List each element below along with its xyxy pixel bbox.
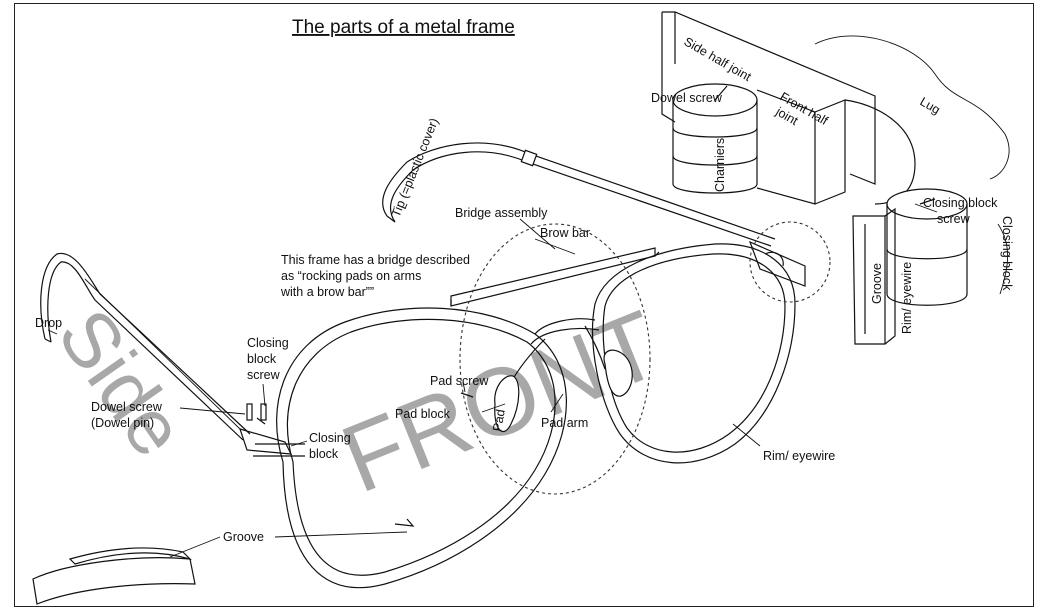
label-closing-block-screw-left-2: block [247, 352, 277, 366]
watermark-side: Side [41, 293, 203, 471]
right-lens-rim [592, 243, 796, 464]
label-groove-right: Groove [870, 263, 884, 304]
label-pad-block: Pad block [395, 407, 451, 421]
label-pad-screw: Pad screw [430, 374, 489, 388]
metal-frame-diagram: The parts of a metal frame Side FRONT [32, 11, 1014, 605]
hinge-detail-circle [749, 221, 831, 303]
bridge [460, 318, 633, 432]
leader-lines [47, 203, 938, 558]
label-bridge-assembly: Bridge assembly [455, 206, 548, 220]
label-rim-eyewire-right: Rim/ eyewire [900, 262, 914, 334]
label-pad-arm: Pad arm [541, 416, 588, 430]
right-hinge [748, 240, 806, 287]
label-tip: Tip (=plastic cover) [389, 116, 441, 219]
right-temple [382, 142, 776, 247]
label-closing-block-screw-left-3: screw [247, 368, 281, 382]
label-dowel-screw-left-2: (Dowel pin) [91, 416, 154, 430]
label-closing-block-screw-left-1: Closing [247, 336, 289, 350]
label-closing-block-screw-right-2: screw [937, 212, 971, 226]
label-lug: Lug [918, 94, 943, 117]
hinge-joint-detail [661, 11, 1010, 345]
right-pad [603, 349, 633, 397]
label-bridge-note-2: as “rocking pads on arms [281, 269, 421, 283]
diagram-title: The parts of a metal frame [292, 17, 515, 38]
label-closing-block-left-1: Closing [309, 431, 351, 445]
label-side-half-joint: Side half joint [682, 34, 754, 84]
left-pad [494, 375, 520, 432]
label-closing-block-left-2: block [309, 447, 339, 461]
label-closing-block-screw-right-1: Closing block [923, 196, 998, 210]
left-temple [40, 252, 251, 441]
diagram-frame: The parts of a metal frame Side FRONT [14, 3, 1034, 607]
label-dowel-screw-left-1: Dowel screw [91, 400, 163, 414]
label-dowel-screw-top: Dowel screw [651, 91, 723, 105]
left-lens-rim [276, 307, 567, 589]
label-bridge-note-1: This frame has a bridge described [281, 253, 470, 267]
label-bridge-note-3: with a brow bar”” [280, 285, 374, 299]
label-drop: Drop [35, 316, 62, 330]
label-groove-bottom: Groove [223, 530, 264, 544]
label-brow-bar: Brow bar [540, 226, 590, 240]
bridge-assembly-circle [459, 223, 651, 495]
left-hinge [239, 403, 305, 457]
label-rim-eyewire: Rim/ eyewire [763, 449, 835, 463]
label-charniers: Charniers [713, 138, 727, 192]
label-closing-block-right: Closing block [1000, 216, 1014, 291]
label-pad: Pad [490, 408, 508, 432]
